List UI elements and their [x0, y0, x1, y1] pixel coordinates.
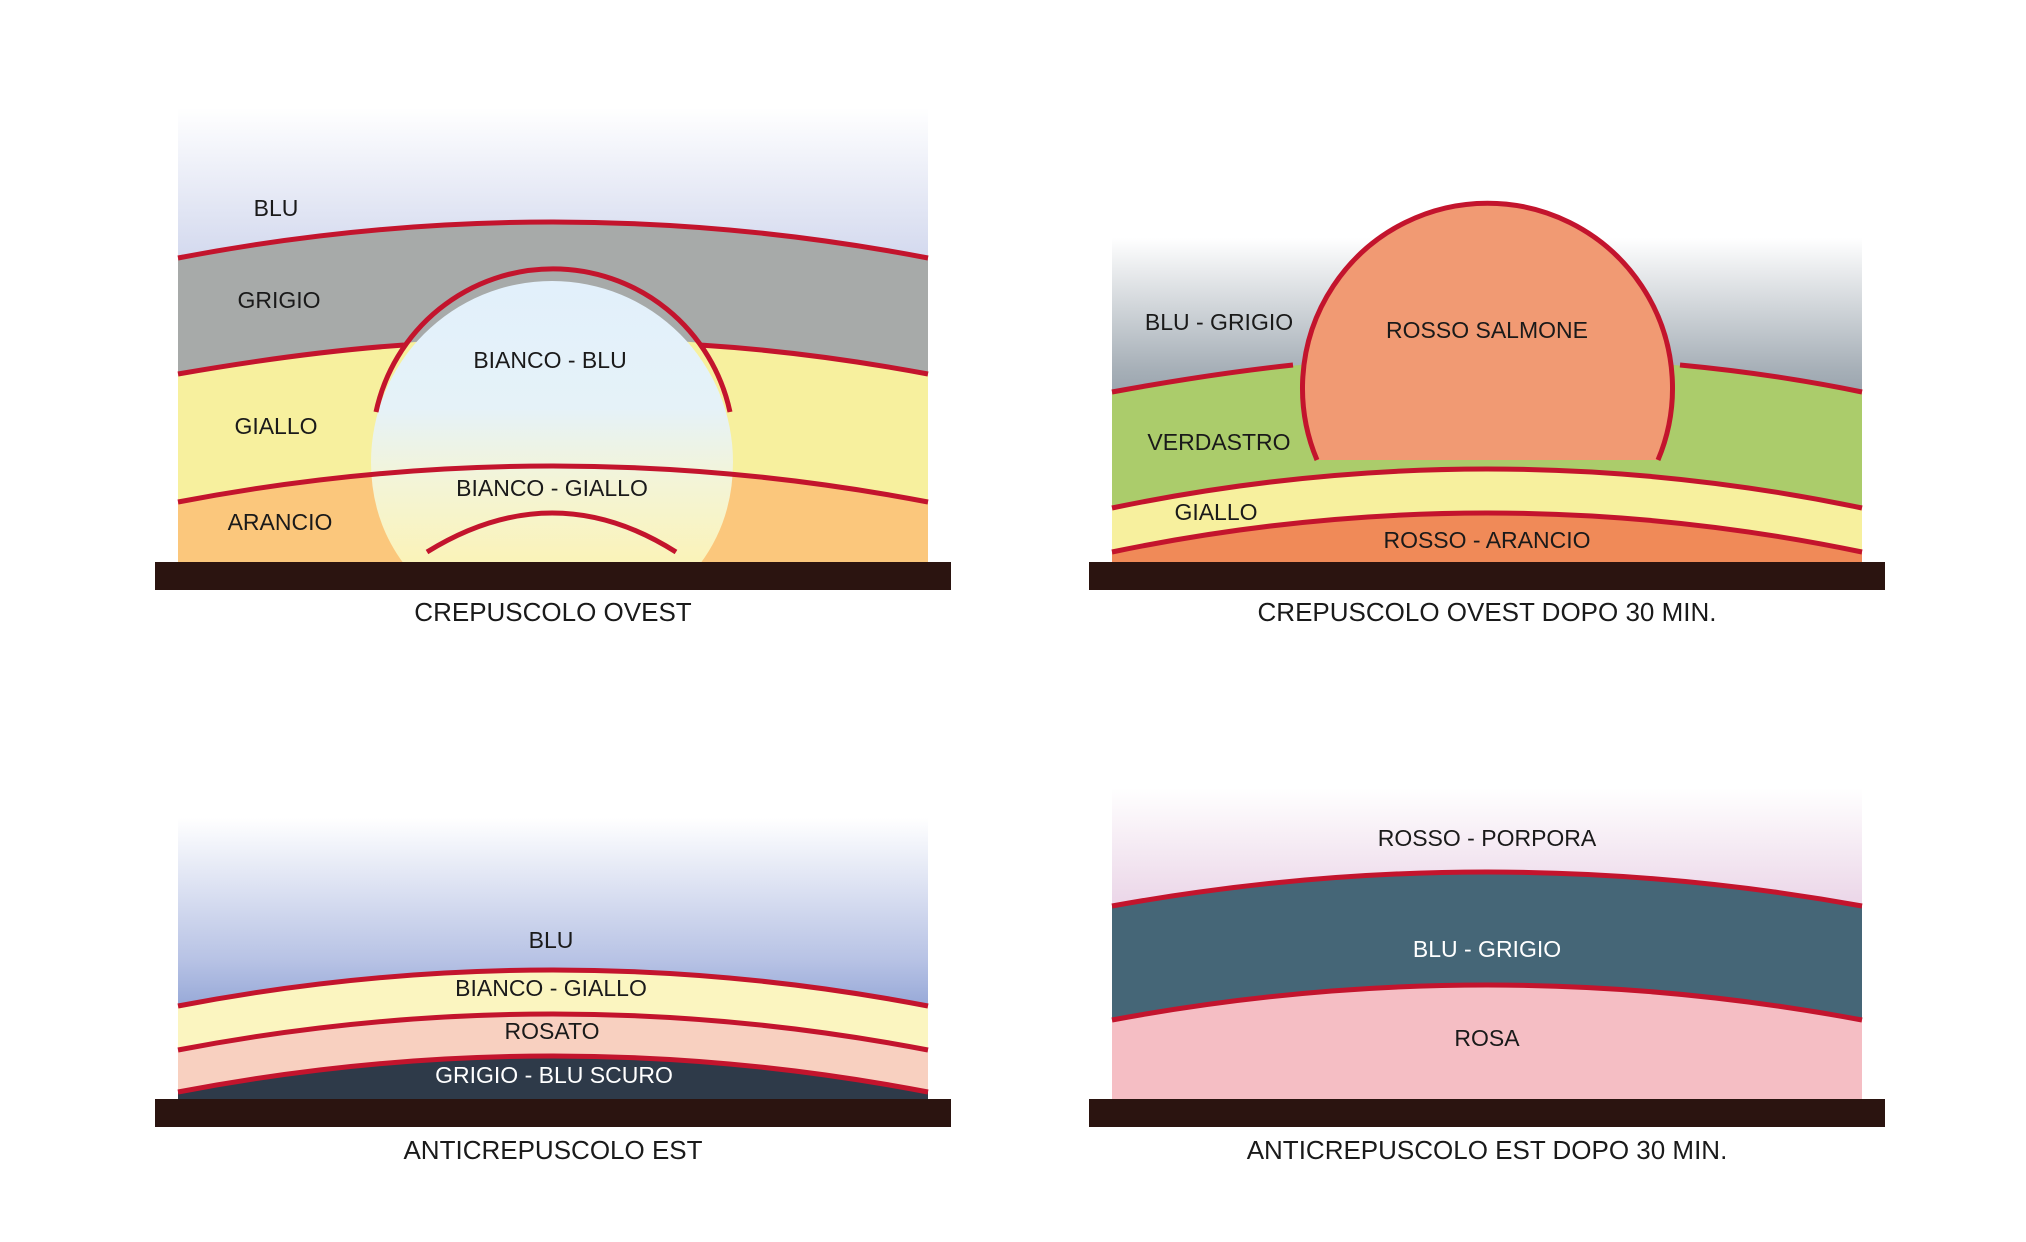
panel-anticrepuscolo-est: BLU BIANCO - GIALLO ROSATO GRIGIO - BLU … [155, 818, 951, 1165]
label-blu-grigio: BLU - GRIGIO [1145, 309, 1293, 335]
panel-crepuscolo-ovest: BLU GRIGIO BIANCO - BLU GIALLO BIANCO - … [155, 108, 951, 627]
label-bianco-giallo: BIANCO - GIALLO [456, 475, 648, 501]
band-rosa [1112, 985, 1862, 1100]
boundary-line [177, 1053, 929, 1095]
boundary-line [177, 342, 405, 377]
label-verdastro: VERDASTRO [1147, 429, 1290, 455]
label-giallo: GIALLO [234, 413, 317, 439]
sun-outline [373, 266, 733, 413]
label-rosso-salmone: ROSSO SALMONE [1386, 317, 1588, 343]
panel-anticrepuscolo-est-30: ROSSO - PORPORA BLU - GRIGIO ROSA ANTICR… [1089, 788, 1885, 1165]
ground-bar [155, 562, 951, 590]
boundary-line [1111, 510, 1863, 555]
sun-disc-bianco [371, 281, 733, 564]
boundary-line [1679, 362, 1863, 395]
ground-bar [1089, 562, 1885, 590]
boundary-line [1111, 362, 1294, 395]
ground-bar [1089, 1099, 1885, 1127]
boundary-line [177, 967, 929, 1009]
boundary-line [177, 219, 929, 261]
label-blu: BLU [529, 927, 574, 953]
band-rosso-arancio [1112, 513, 1862, 564]
label-giallo: GIALLO [1174, 499, 1257, 525]
label-blu-grigio: BLU - GRIGIO [1413, 936, 1561, 962]
boundary-line [177, 463, 929, 505]
panel-crepuscolo-ovest-30: BLU - GRIGIO ROSSO SALMONE VERDASTRO GIA… [1089, 200, 1885, 627]
boundary-line [177, 1011, 929, 1053]
sun-disc-rosso-salmone [1302, 203, 1673, 460]
label-grigio: GRIGIO [237, 287, 320, 313]
label-rosato: ROSATO [505, 1018, 600, 1044]
boundary-line [1111, 466, 1863, 511]
boundary-line [1111, 869, 1863, 909]
boundary-line [1111, 982, 1863, 1023]
caption-anticrepuscolo-est-30: ANTICREPUSCOLO EST DOPO 30 MIN. [1247, 1135, 1728, 1165]
label-blu: BLU [254, 195, 299, 221]
inner-arc [425, 510, 678, 555]
sun-outline [1300, 200, 1675, 461]
label-rosso-porpora: ROSSO - PORPORA [1378, 825, 1597, 851]
boundary-line [699, 342, 929, 377]
label-rosso-arancio: ROSSO - ARANCIO [1383, 527, 1590, 553]
label-rosa: ROSA [1454, 1025, 1520, 1051]
ground-bar [155, 1099, 951, 1127]
label-grigio-blu-scuro: GRIGIO - BLU SCURO [435, 1062, 673, 1088]
caption-crepuscolo-ovest-30: CREPUSCOLO OVEST DOPO 30 MIN. [1258, 597, 1717, 627]
label-bianco-giallo: BIANCO - GIALLO [455, 975, 647, 1001]
label-bianco-blu: BIANCO - BLU [473, 347, 626, 373]
label-arancio: ARANCIO [228, 509, 333, 535]
caption-crepuscolo-ovest: CREPUSCOLO OVEST [414, 597, 692, 627]
caption-anticrepuscolo-est: ANTICREPUSCOLO EST [403, 1135, 702, 1165]
